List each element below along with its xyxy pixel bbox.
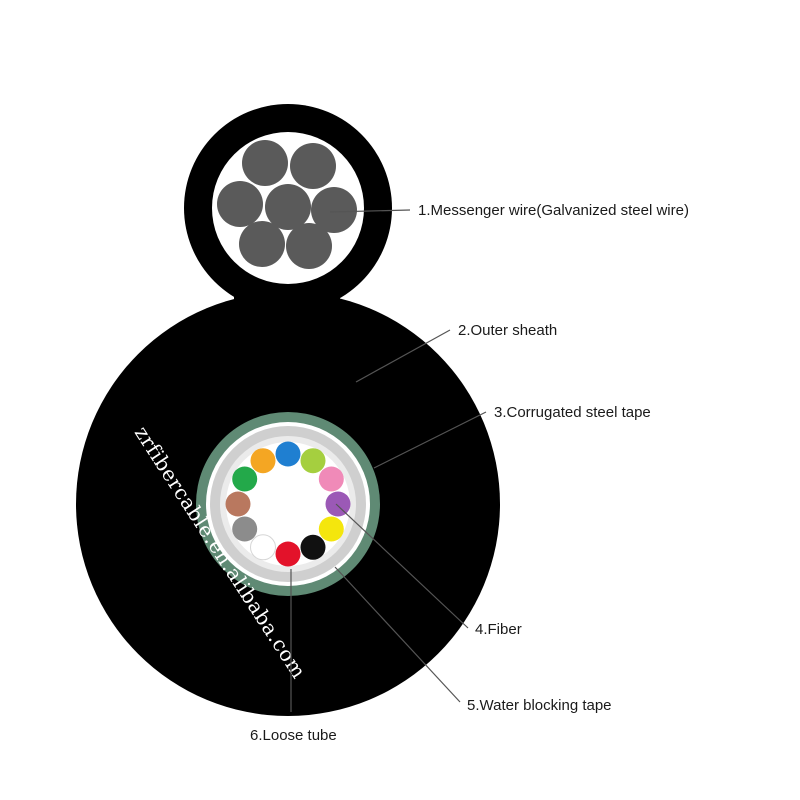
fiber-brown — [225, 491, 251, 517]
steel-strand — [242, 140, 288, 186]
leader-corrugated-tape — [373, 411, 487, 469]
fiber-gray — [232, 516, 258, 542]
fiber-bundle — [225, 441, 351, 567]
messenger-wire — [212, 132, 364, 284]
leader-water-tape — [334, 566, 461, 703]
label-fiber: 4.Fiber — [475, 621, 522, 638]
fiber-violet — [325, 491, 351, 517]
fiber-blue — [275, 441, 301, 467]
fiber-black — [300, 534, 326, 560]
fiber-white — [250, 534, 276, 561]
fiber-red — [275, 541, 301, 567]
label-messenger-wire: 1.Messenger wire(Galvanized steel wire) — [418, 202, 689, 219]
fiber-orange — [250, 448, 276, 474]
steel-strand — [239, 221, 285, 267]
steel-strand — [311, 187, 357, 233]
fiber-green — [232, 466, 258, 492]
leader-lines — [290, 209, 487, 712]
steel-strand — [290, 143, 336, 189]
leader-outer-sheath — [355, 329, 451, 383]
leader-fiber — [335, 503, 469, 629]
fiber-yellow — [318, 516, 344, 542]
label-water-blocking-tape: 5.Water blocking tape — [467, 697, 612, 714]
loose-tube-bore — [226, 442, 350, 566]
label-corrugated-steel-tape: 3.Corrugated steel tape — [494, 404, 651, 421]
fiber-lime — [300, 448, 326, 474]
steel-strand-center — [265, 184, 311, 230]
fiber-pink — [318, 466, 344, 492]
leader-messenger — [329, 209, 411, 213]
label-loose-tube: 6.Loose tube — [250, 727, 337, 744]
steel-strand — [217, 181, 263, 227]
steel-strand — [286, 223, 332, 269]
label-outer-sheath: 2.Outer sheath — [458, 322, 557, 339]
